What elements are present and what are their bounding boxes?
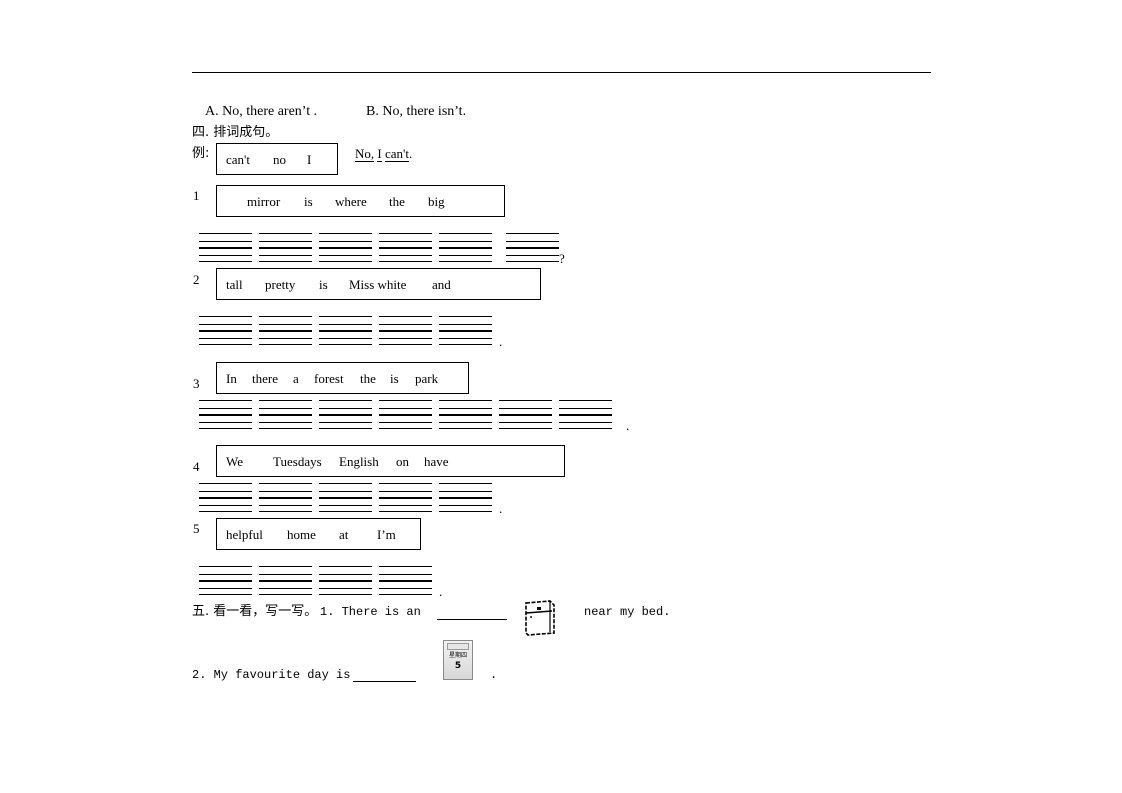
writing-grid[interactable]: [319, 566, 372, 595]
item-number: 1: [193, 188, 200, 203]
sentence-end-mark: .: [499, 501, 503, 516]
example-answer-word: I: [377, 146, 382, 162]
writing-grid[interactable]: [559, 400, 612, 429]
writing-grid[interactable]: [379, 316, 432, 345]
writing-grid[interactable]: [499, 400, 552, 429]
writing-grid[interactable]: [319, 400, 372, 429]
item-number: 5: [193, 521, 200, 536]
writing-grid[interactable]: [506, 233, 559, 262]
header-rule: [192, 72, 931, 73]
writing-grid[interactable]: [199, 566, 252, 595]
example-word-box: can't no I: [216, 143, 338, 175]
calendar-day-label: 星期四: [448, 652, 467, 659]
writing-grid[interactable]: [199, 316, 252, 345]
word: forest: [314, 371, 344, 386]
word: is: [319, 277, 328, 292]
sentence-end-mark: .: [439, 584, 443, 599]
word: is: [390, 371, 399, 386]
writing-grid[interactable]: [319, 316, 372, 345]
example-answer-word: can't: [384, 146, 409, 162]
q1-suffix: near my bed.: [584, 605, 671, 619]
word: In: [226, 371, 237, 386]
writing-grid[interactable]: [379, 400, 432, 429]
writing-grid[interactable]: [439, 316, 492, 345]
writing-grid[interactable]: [319, 233, 372, 262]
writing-grid[interactable]: [379, 233, 432, 262]
q1-prefix: 1. There is an: [320, 605, 421, 619]
word: at: [339, 527, 349, 542]
writing-grid[interactable]: [199, 400, 252, 429]
writing-grid[interactable]: [259, 233, 312, 262]
q1-answer-blank[interactable]: [437, 606, 507, 620]
word-box: helpful home at I’m: [216, 518, 421, 550]
item-number: 4: [193, 459, 200, 474]
choice-b: B. No, there isn’t.: [366, 104, 467, 119]
word: I’m: [377, 527, 396, 542]
writing-grid[interactable]: [259, 400, 312, 429]
item-number: 2: [193, 272, 200, 287]
word: Tuesdays: [273, 454, 322, 469]
word-box: mirror is where the big: [216, 185, 505, 217]
example-word: no: [273, 152, 286, 167]
word: Miss white: [349, 277, 407, 292]
example-label: 例:: [192, 146, 210, 161]
writing-grid[interactable]: [319, 483, 372, 512]
word: tall: [226, 277, 243, 292]
calendar-date-label: 5: [454, 661, 462, 671]
word: home: [287, 527, 316, 542]
sentence-end-mark: ?: [559, 251, 565, 266]
writing-grid[interactable]: [199, 483, 252, 512]
section4-heading: 四. 排词成句。: [192, 125, 279, 140]
word: park: [415, 371, 439, 386]
writing-grid[interactable]: [439, 233, 492, 262]
word: and: [432, 277, 451, 292]
sentence-end-mark: .: [626, 418, 630, 433]
example-word: I: [307, 152, 312, 167]
writing-grid[interactable]: [379, 566, 432, 595]
writing-grid[interactable]: [439, 483, 492, 512]
example-word: can't: [226, 152, 250, 167]
example-answer: No, I can't.: [355, 146, 413, 162]
word: We: [226, 454, 243, 469]
q2-answer-blank[interactable]: [353, 669, 416, 682]
word: pretty: [265, 277, 296, 292]
word: there: [252, 371, 278, 386]
word: English: [339, 454, 379, 469]
calendar-icon: 星期四 5: [443, 640, 473, 680]
word: the: [389, 194, 405, 209]
writing-grid[interactable]: [439, 400, 492, 429]
word-box: tall pretty is Miss white and: [216, 268, 541, 300]
writing-grid[interactable]: [199, 233, 252, 262]
sentence-end-mark: .: [499, 334, 503, 349]
item-number: 3: [193, 376, 200, 391]
choice-a: A. No, there aren’t .: [205, 104, 318, 119]
q2-suffix: .: [490, 668, 498, 682]
writing-grid[interactable]: [379, 483, 432, 512]
word: where: [335, 194, 367, 209]
wardrobe-icon: [525, 600, 555, 636]
writing-grid[interactable]: [259, 316, 312, 345]
writing-grid[interactable]: [259, 483, 312, 512]
word: the: [360, 371, 376, 386]
word: mirror: [247, 194, 281, 209]
word: big: [428, 194, 445, 209]
example-answer-word: No,: [355, 146, 375, 162]
word-box: We Tuesdays English on have: [216, 445, 565, 477]
word: have: [424, 454, 449, 469]
section5-heading: 五. 看一看，写一写。: [192, 604, 318, 619]
word: is: [304, 194, 313, 209]
q2-prefix: 2. My favourite day is: [192, 668, 351, 682]
word-box: In there a forest the is park: [216, 362, 469, 394]
word: helpful: [226, 527, 263, 542]
word: on: [396, 454, 409, 469]
word: a: [293, 371, 299, 386]
writing-grid[interactable]: [259, 566, 312, 595]
